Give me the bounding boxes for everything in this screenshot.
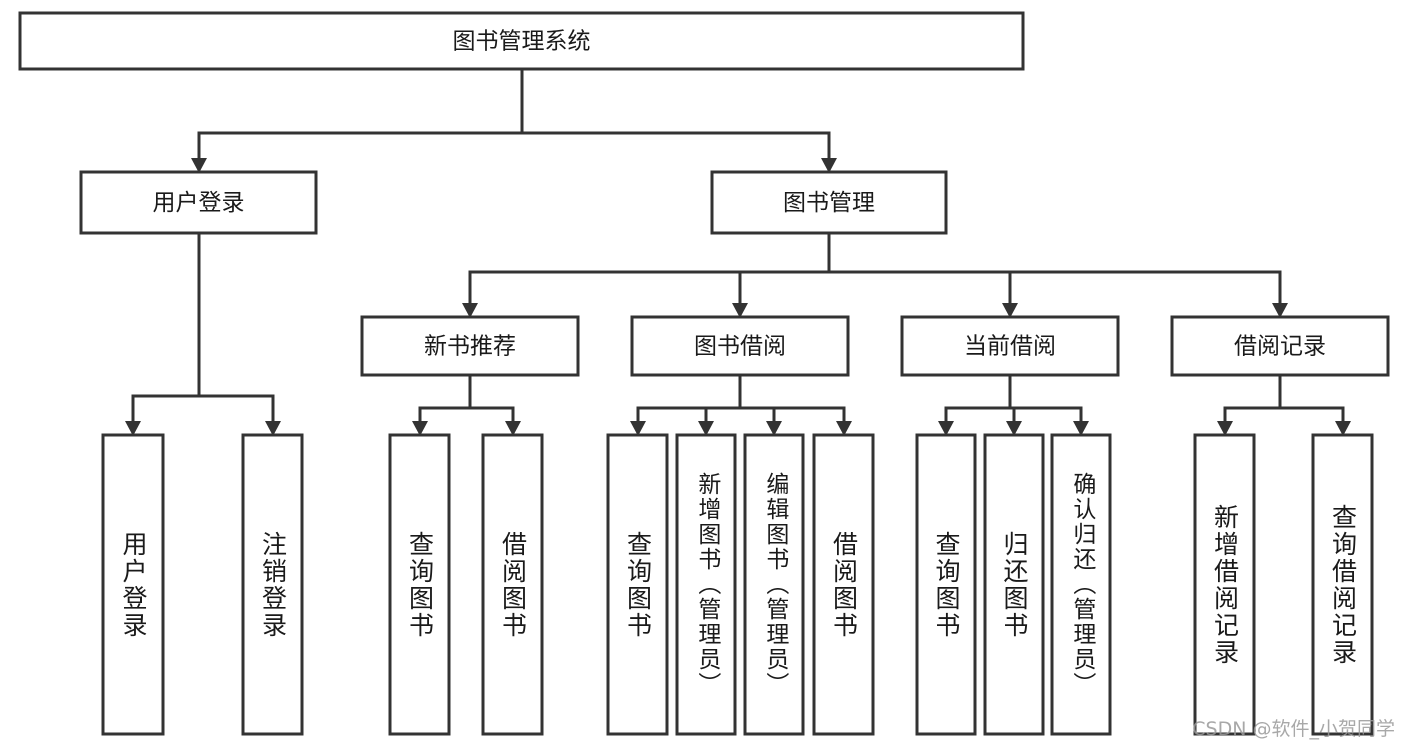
node-box[interactable]: [915, 433, 977, 736]
node-box[interactable]: [630, 315, 850, 377]
connector-layer: [125, 69, 1351, 436]
arrow-head-icon: [836, 421, 852, 436]
connector-borrow-record-to-leaf-query-record: [1278, 375, 1351, 436]
arrow-head-icon: [125, 421, 141, 436]
connector-root-to-user-login: [191, 69, 524, 173]
node-label: 图书借阅: [694, 334, 786, 360]
arrow-head-icon: [265, 421, 281, 436]
arrow-head-icon: [1002, 303, 1018, 318]
connector-current-borrow-to-leaf-return-book: [1006, 375, 1022, 436]
arrow-head-icon: [462, 303, 478, 318]
watermark-text: CSDN @软件_小贺同学: [1192, 718, 1395, 740]
node-box[interactable]: [983, 433, 1045, 736]
node-box[interactable]: [1193, 433, 1256, 736]
node-box[interactable]: [101, 433, 165, 736]
node-leaf-query-book-borrow[interactable]: [606, 433, 669, 736]
node-box[interactable]: [241, 433, 304, 736]
connector-current-borrow-to-leaf-query-book-cur: [938, 375, 1012, 436]
arrow-head-icon: [1073, 421, 1089, 436]
node-box[interactable]: [481, 433, 544, 736]
node-book-manage[interactable]: 图书管理: [710, 170, 948, 235]
node-label: 借阅记录: [1234, 334, 1326, 360]
node-label: 图书管理系统: [453, 29, 591, 55]
arrow-head-icon: [630, 421, 646, 436]
arrow-head-icon: [1006, 421, 1022, 436]
connector-user-login-to-leaf-logout: [197, 233, 281, 436]
node-leaf-return-book[interactable]: [983, 433, 1045, 736]
node-box[interactable]: [18, 11, 1025, 71]
connector-current-borrow-to-leaf-confirm-return: [1008, 375, 1089, 436]
node-box[interactable]: [710, 170, 948, 235]
node-leaf-logout[interactable]: [241, 433, 304, 736]
connector-user-login-to-leaf-user-login: [125, 233, 201, 436]
connector-borrow-record-to-leaf-add-record: [1217, 375, 1282, 436]
node-label: 图书管理: [783, 190, 875, 216]
arrow-head-icon: [1272, 303, 1288, 318]
connector-book-manage-to-book-borrow: [732, 233, 831, 318]
node-user-login[interactable]: 用户登录: [79, 170, 318, 235]
node-box[interactable]: [900, 315, 1120, 377]
node-box[interactable]: [360, 315, 580, 377]
connector-new-book-rec-to-leaf-query-book-rec: [412, 375, 472, 436]
node-box[interactable]: [606, 433, 669, 736]
node-leaf-add-book[interactable]: [675, 433, 737, 736]
arrow-head-icon: [698, 421, 714, 436]
node-leaf-query-book-cur[interactable]: [915, 433, 977, 736]
arrow-head-icon: [732, 303, 748, 318]
node-label: 当前借阅: [964, 334, 1056, 360]
connector-book-manage-to-new-book-rec: [462, 233, 831, 318]
arrow-head-icon: [505, 421, 521, 436]
connector-book-manage-to-borrow-record: [827, 233, 1288, 318]
node-label: 用户登录: [153, 190, 245, 216]
node-leaf-borrow-book-rec[interactable]: [481, 433, 544, 736]
node-leaf-user-login[interactable]: [101, 433, 165, 736]
arrow-head-icon: [766, 421, 782, 436]
node-box[interactable]: [743, 433, 805, 736]
node-box[interactable]: [1311, 433, 1374, 736]
arrow-head-icon: [821, 158, 837, 173]
node-new-book-rec[interactable]: 新书推荐: [360, 315, 580, 377]
arrow-head-icon: [938, 421, 954, 436]
node-leaf-query-book-rec[interactable]: [388, 433, 451, 736]
node-leaf-edit-book[interactable]: [743, 433, 805, 736]
connector-book-borrow-to-leaf-add-book: [698, 375, 742, 436]
connector-root-to-book-manage: [520, 69, 837, 173]
node-leaf-confirm-return[interactable]: [1050, 433, 1112, 736]
arrow-head-icon: [191, 158, 207, 173]
node-leaf-borrow-book[interactable]: [812, 433, 875, 736]
node-borrow-record[interactable]: 借阅记录: [1170, 315, 1390, 377]
node-box[interactable]: [1170, 315, 1390, 377]
connector-book-manage-to-current-borrow: [827, 233, 1018, 318]
connector-book-borrow-to-leaf-borrow-book: [738, 375, 852, 436]
connector-new-book-rec-to-leaf-borrow-book-rec: [468, 375, 521, 436]
arrow-head-icon: [1335, 421, 1351, 436]
node-box[interactable]: [388, 433, 451, 736]
node-box[interactable]: [812, 433, 875, 736]
node-book-borrow[interactable]: 图书借阅: [630, 315, 850, 377]
connector-book-borrow-to-leaf-query-book-borrow: [630, 375, 742, 436]
arrow-head-icon: [412, 421, 428, 436]
connector-book-borrow-to-leaf-edit-book: [738, 375, 782, 436]
node-label: 新书推荐: [424, 334, 516, 360]
node-leaf-add-record[interactable]: [1193, 433, 1256, 736]
node-box[interactable]: [79, 170, 318, 235]
node-box[interactable]: [675, 433, 737, 736]
node-current-borrow[interactable]: 当前借阅: [900, 315, 1120, 377]
node-leaf-query-record[interactable]: [1311, 433, 1374, 736]
node-box[interactable]: [1050, 433, 1112, 736]
arrow-head-icon: [1217, 421, 1233, 436]
node-root[interactable]: 图书管理系统: [18, 11, 1025, 71]
